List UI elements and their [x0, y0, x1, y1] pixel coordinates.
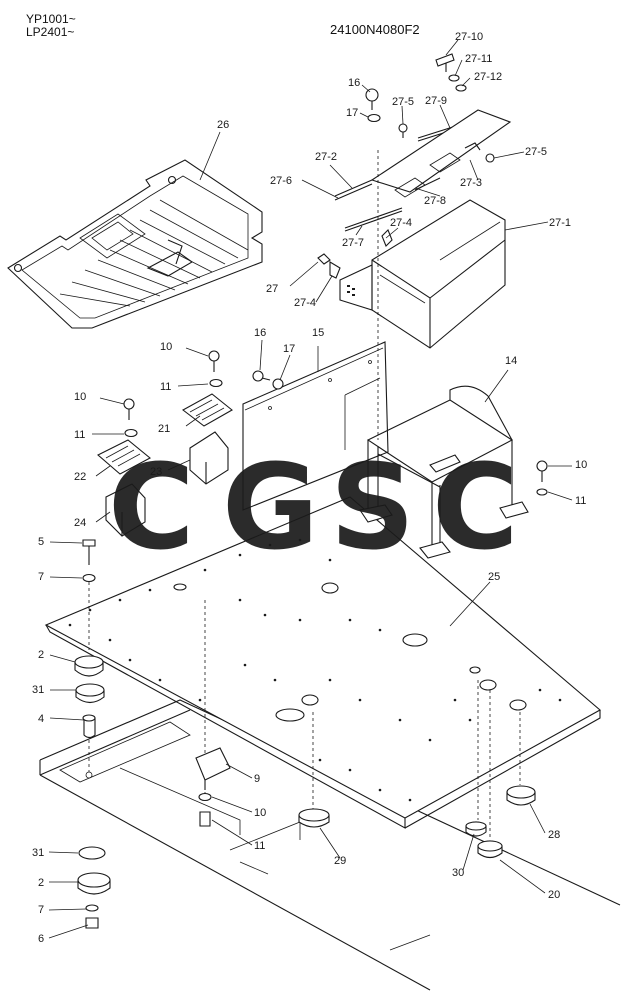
callout-10-lower: 10 — [254, 807, 266, 819]
top-hardware — [317, 53, 467, 279]
callout-27: 27 — [266, 283, 278, 295]
callout-4: 4 — [38, 713, 44, 725]
callout-17: 17 — [346, 107, 358, 119]
callout-24: 24 — [74, 517, 86, 529]
lower-mount-stack — [77, 846, 111, 929]
callout-27-11: 27-11 — [465, 53, 492, 65]
callout-7-upper: 7 — [38, 571, 44, 583]
rubber-mounts — [298, 680, 536, 859]
callout-27-5: 27-5 — [392, 96, 414, 108]
callout-labels: 27-10 27-11 27-12 16 17 27-5 27-9 27-5 2… — [32, 31, 587, 945]
callout-30: 30 — [452, 867, 464, 879]
callout-9: 9 — [254, 773, 260, 785]
box-bracket-strips — [334, 109, 512, 232]
callout-27-10: 27-10 — [455, 31, 483, 43]
watermark-letter-s: S — [330, 438, 415, 576]
callout-10-upper: 10 — [160, 341, 172, 353]
callout-27-4-lower: 27-4 — [294, 297, 316, 309]
callout-16: 16 — [348, 77, 360, 89]
callout-29: 29 — [334, 855, 346, 867]
callout-20: 20 — [548, 889, 560, 901]
callout-23: 23 — [150, 466, 162, 478]
callout-28: 28 — [548, 829, 560, 841]
callout-16-panel: 16 — [254, 327, 266, 339]
callout-31-lower: 31 — [32, 847, 44, 859]
callout-25: 25 — [488, 571, 500, 583]
right-bolt-group — [536, 460, 548, 496]
callout-22: 22 — [74, 471, 86, 483]
callout-15: 15 — [312, 327, 324, 339]
side-panel — [242, 341, 389, 511]
callout-10-left: 10 — [74, 391, 86, 403]
callout-11-left: 11 — [74, 429, 85, 441]
callout-27-2: 27-2 — [315, 151, 337, 163]
callout-leaders — [48, 39, 573, 939]
left-mount-stack — [74, 539, 105, 779]
pedal-assembly — [97, 350, 233, 537]
drawing-number: 24100N4080F2 — [330, 22, 420, 37]
callout-27-4: 27-4 — [390, 217, 412, 229]
callout-2-upper: 2 — [38, 649, 44, 661]
watermark-letter-c2: C — [432, 438, 519, 576]
callout-21: 21 — [158, 423, 170, 435]
callout-27-9: 27-9 — [425, 95, 447, 107]
callout-27-3: 27-3 — [460, 177, 482, 189]
serial-range-1: YP1001~ — [26, 12, 76, 26]
center-bracket-group — [195, 600, 231, 827]
callout-27-5-right: 27-5 — [525, 146, 547, 158]
callout-11-lower: 11 — [254, 840, 265, 852]
cgsc-watermark: C G S C — [108, 438, 519, 576]
callout-31-upper: 31 — [32, 684, 44, 696]
watermark-letter-c1: C — [108, 438, 195, 576]
serial-range-2: LP2401~ — [26, 25, 75, 39]
callout-27-1: 27-1 — [549, 217, 571, 229]
watermark-letter-g: G — [222, 438, 319, 576]
callout-17-panel: 17 — [283, 343, 295, 355]
callout-11-right: 11 — [575, 495, 586, 507]
callout-6: 6 — [38, 933, 44, 945]
callout-27-8: 27-8 — [424, 195, 446, 207]
battery-stand-frame — [359, 150, 529, 559]
callout-7-lower: 7 — [38, 904, 44, 916]
callout-5: 5 — [38, 536, 44, 548]
callout-27-7: 27-7 — [342, 237, 364, 249]
floor-mat — [7, 159, 263, 329]
battery-box — [339, 199, 506, 349]
callout-27-12: 27-12 — [474, 71, 502, 83]
callout-14: 14 — [505, 355, 517, 367]
callout-11-upper: 11 — [160, 381, 171, 393]
callout-2-lower: 2 — [38, 877, 44, 889]
callout-26: 26 — [217, 119, 229, 131]
floor-plate — [44, 496, 601, 829]
callout-27-6: 27-6 — [270, 175, 292, 187]
callout-10-right: 10 — [575, 459, 587, 471]
